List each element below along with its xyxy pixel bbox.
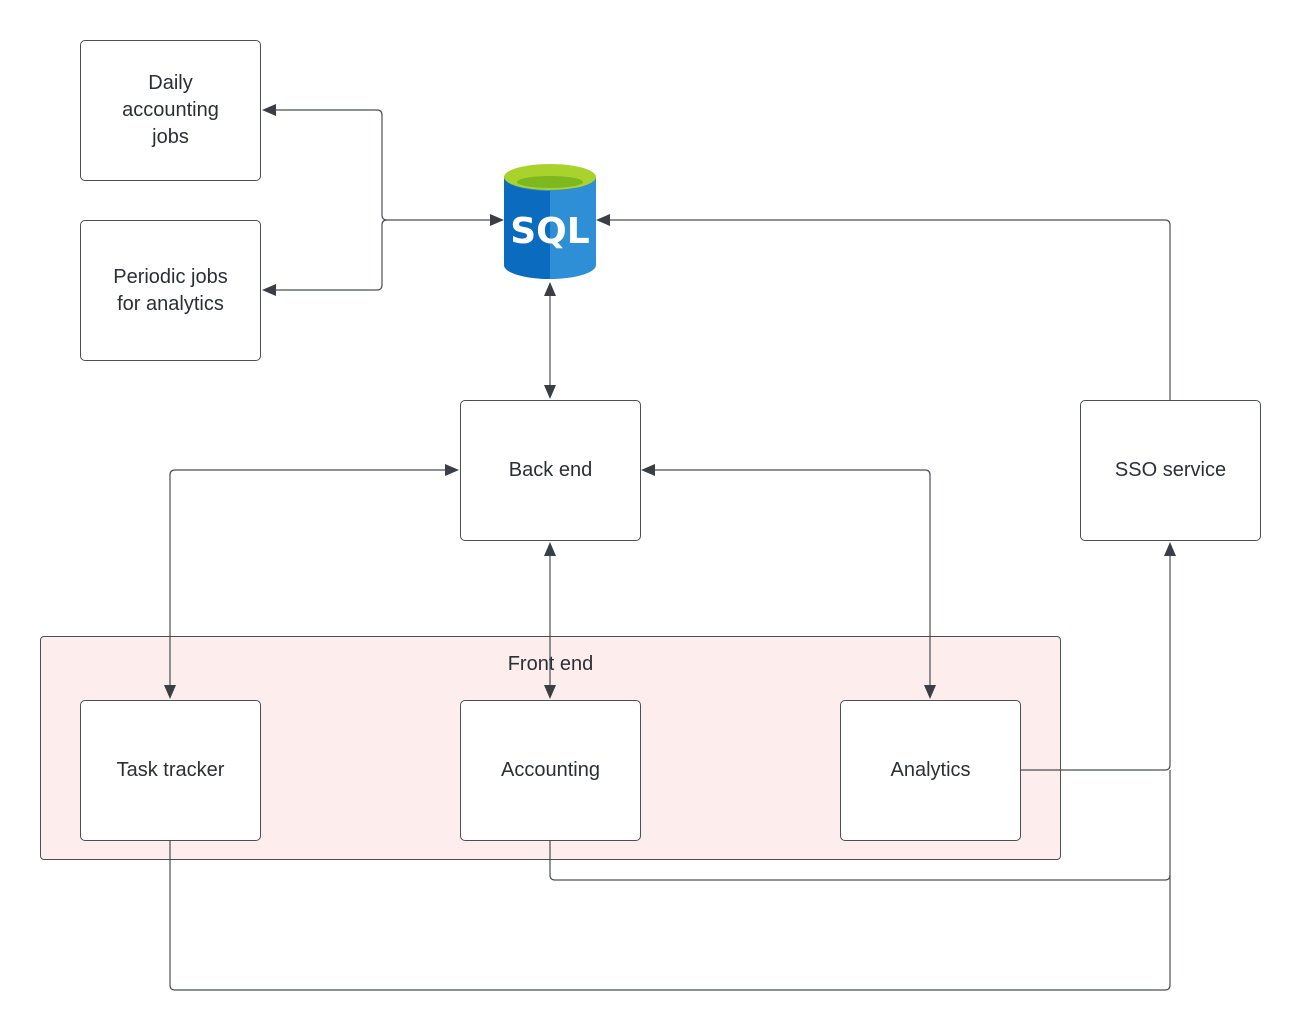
sso-service-node[interactable]: SSO service <box>1080 400 1261 541</box>
connector-backend-analytics <box>648 469 931 692</box>
connector-daily-jobs-sql <box>270 109 496 221</box>
accounting-node[interactable]: Accounting <box>460 700 641 841</box>
task-tracker-node[interactable]: Task tracker <box>80 700 261 841</box>
daily-accounting-jobs-label: Daily accounting jobs <box>122 72 219 148</box>
connector-periodic-jobs-sql <box>270 219 388 291</box>
sql-label: SQL <box>510 211 590 252</box>
sql-database-icon[interactable]: SQL <box>503 163 597 281</box>
connector-analytics-sso <box>1020 550 1171 771</box>
connector-task-tracker-sso <box>169 770 1171 991</box>
connector-sso-sql <box>604 219 1171 400</box>
back-end-label: Back end <box>508 459 593 481</box>
accounting-label: Accounting <box>501 759 600 781</box>
sso-service-label: SSO service <box>1114 459 1227 481</box>
connector-accounting-sso <box>549 840 1171 881</box>
back-end-node[interactable]: Back end <box>460 400 641 541</box>
analytics-label: Analytics <box>890 759 971 781</box>
connector-backend-task-tracker <box>169 469 452 692</box>
task-tracker-label: Task tracker <box>116 759 225 781</box>
analytics-node[interactable]: Analytics <box>840 700 1021 841</box>
periodic-analytics-jobs-node[interactable]: Periodic jobs for analytics <box>80 220 261 361</box>
periodic-analytics-jobs-label: Periodic jobs for analytics <box>113 265 228 315</box>
sql-cylinder-graphic <box>504 164 596 279</box>
daily-accounting-jobs-node[interactable]: Daily accounting jobs <box>80 40 261 181</box>
